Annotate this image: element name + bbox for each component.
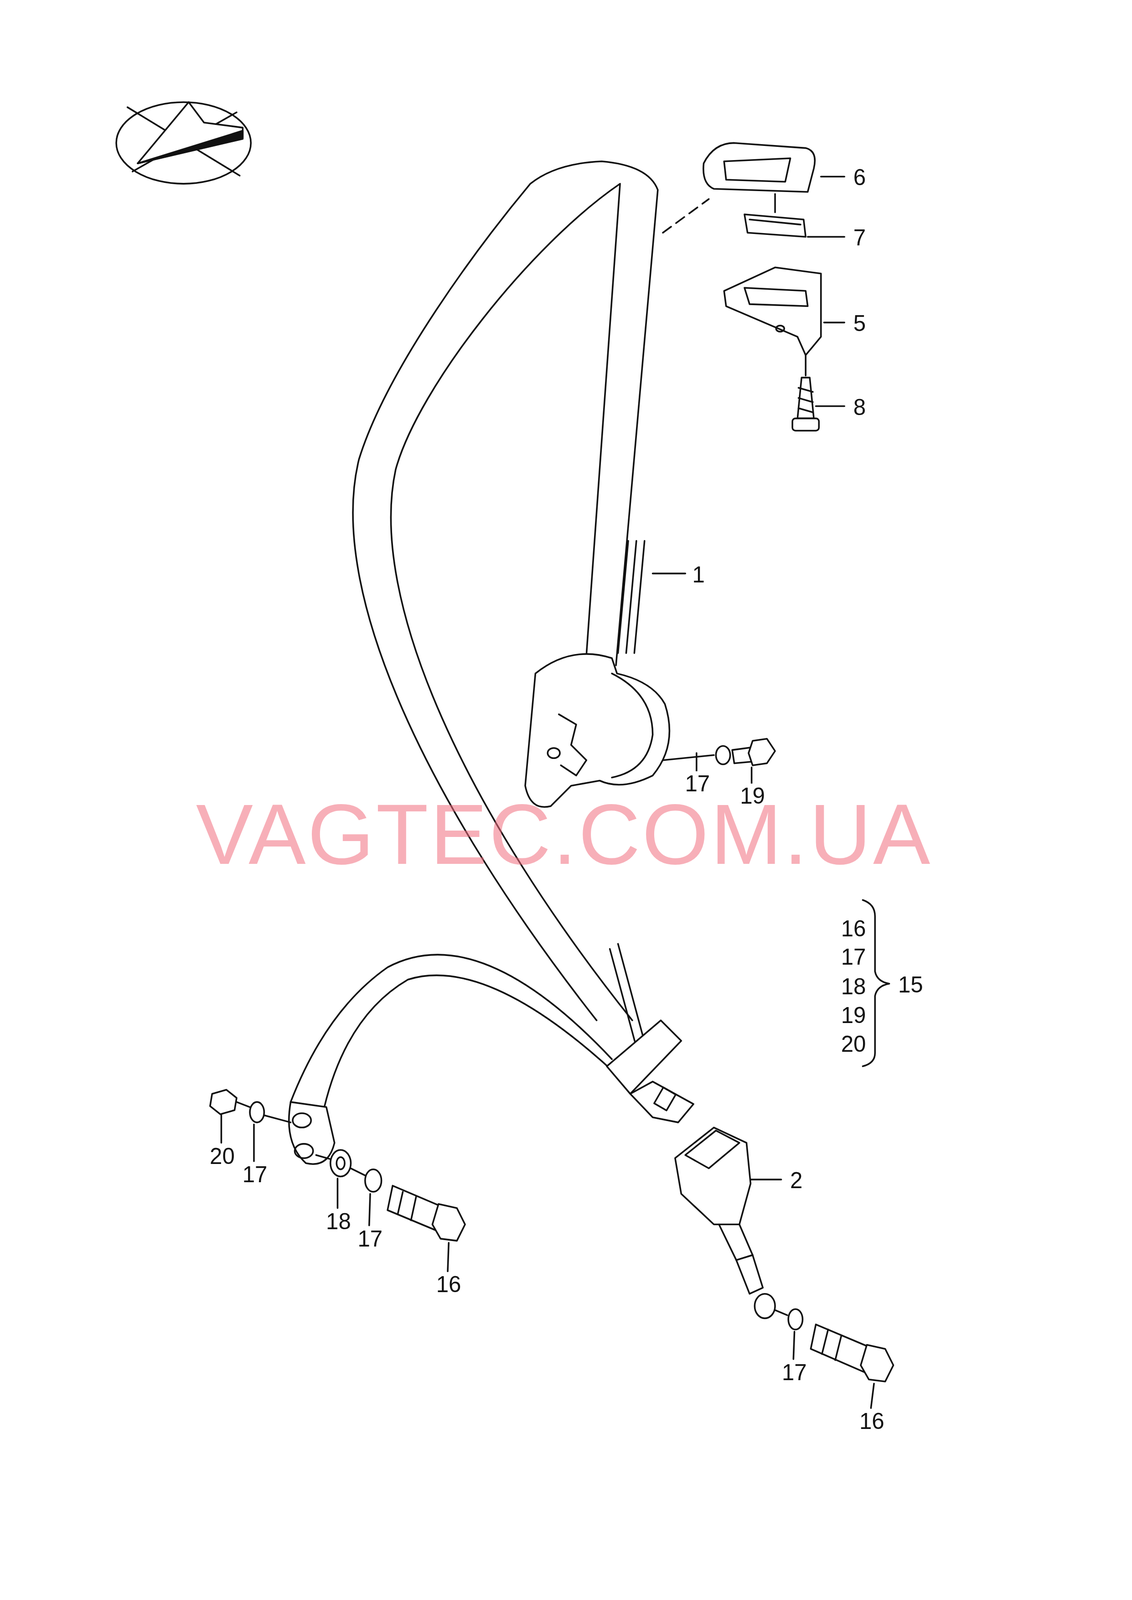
anchor-plate <box>210 1089 466 1241</box>
callout-number: 16 <box>840 915 868 941</box>
callout-number: 16 <box>858 1408 886 1433</box>
callout-number: 17 <box>356 1225 384 1251</box>
belt-buckle <box>675 1126 894 1381</box>
callout-number: 20 <box>840 1031 868 1056</box>
callout-number: 17 <box>840 944 868 969</box>
belt-retractor <box>525 653 776 807</box>
callout-number: 19 <box>840 1002 868 1027</box>
callout-number: 18 <box>325 1208 352 1233</box>
callout-number: 8 <box>852 394 867 419</box>
orientation-icon <box>116 102 251 184</box>
callout-number: 6 <box>852 165 867 190</box>
callout-number: 17 <box>241 1161 269 1186</box>
callout-number: 7 <box>852 225 867 250</box>
callout-number: 2 <box>789 1167 804 1192</box>
latch-plate <box>606 1019 694 1122</box>
callout-number: 17 <box>780 1359 808 1384</box>
belt-webbing <box>290 161 658 1107</box>
callout-number: 18 <box>840 973 868 998</box>
callout-number: 15 <box>897 971 925 997</box>
callout-number: 5 <box>852 310 867 336</box>
belt-guide-parts <box>662 142 822 431</box>
callout-number: 20 <box>208 1143 236 1168</box>
callout-number: 1 <box>691 562 706 587</box>
callout-number: 16 <box>435 1271 463 1296</box>
watermark: VAGTEC.COM.UA <box>196 791 932 878</box>
